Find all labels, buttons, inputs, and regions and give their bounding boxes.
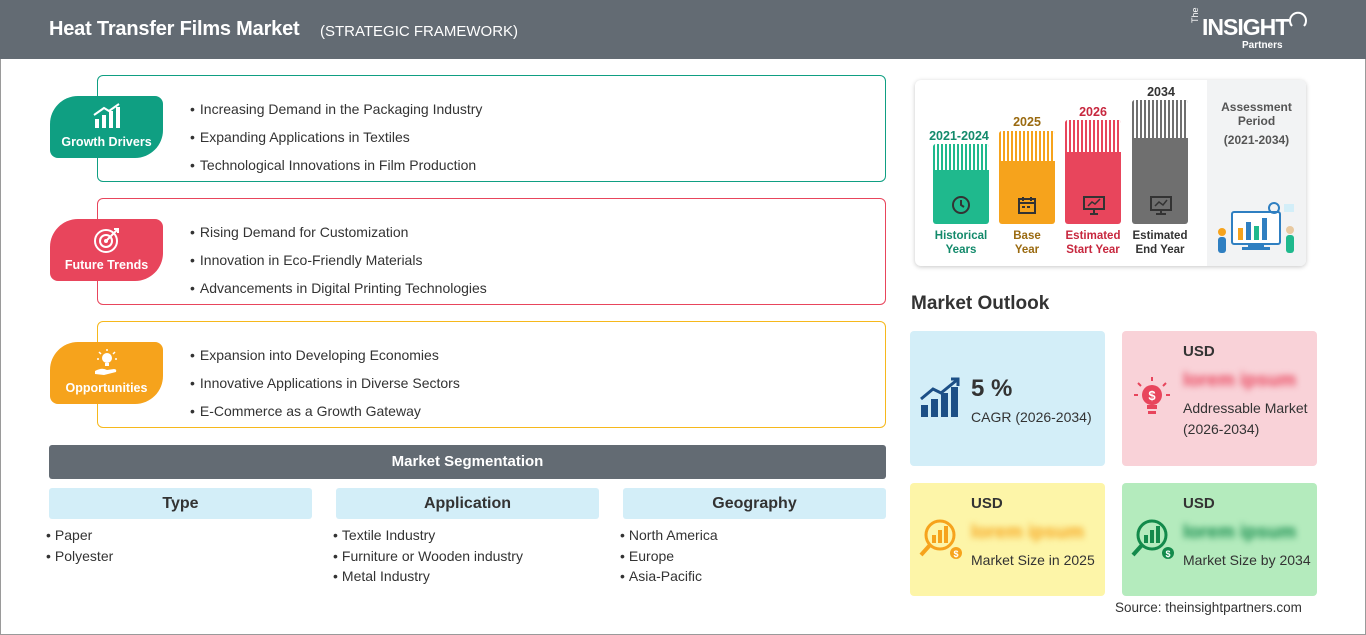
list-item: Innovation in Eco-Friendly Materials <box>190 246 487 274</box>
assessment-title: Assessment Period <box>1221 100 1292 128</box>
list-item: Metal Industry <box>333 566 523 587</box>
list-item: Innovative Applications in Diverse Secto… <box>190 369 460 397</box>
future-trends-badge: Future Trends <box>50 219 163 281</box>
header-bar: Heat Transfer Films Market (STRATEGIC FR… <box>0 0 1366 59</box>
list-item: Expansion into Developing Economies <box>190 341 460 369</box>
target-icon <box>94 228 119 253</box>
list-item: Technological Innovations in Film Produc… <box>190 151 482 179</box>
addressable-market-box: USD lorem ipsum Addressable Market (2026… <box>1122 331 1317 466</box>
opportunities-card: Expansion into Developing Economies Inno… <box>97 321 886 428</box>
list-item: Paper <box>46 525 113 546</box>
future-trends-card: Rising Demand for Customization Innovati… <box>97 198 886 305</box>
logo-partners: Partners <box>1242 40 1283 51</box>
base-year: 2025 <box>1013 115 1041 129</box>
market-outlook-title: Market Outlook <box>911 293 1050 314</box>
list-item: North America <box>620 525 718 546</box>
size-2025-value: lorem ipsum <box>971 522 1084 543</box>
historical-year: 2021-2024 <box>929 129 989 143</box>
start-year: 2026 <box>1079 105 1107 119</box>
addressable-currency: USD <box>1183 343 1215 360</box>
list-item: Rising Demand for Customization <box>190 218 487 246</box>
svg-text:$: $ <box>1148 388 1156 403</box>
svg-text:$: $ <box>953 549 958 559</box>
market-size-2025-box: USD lorem ipsum Market Size in 2025 $ <box>910 483 1105 596</box>
logo-arc-icon <box>1289 11 1307 27</box>
segment-type-header: Type <box>49 488 312 519</box>
size-2034-desc: Market Size by 2034 <box>1183 552 1311 568</box>
growth-drivers-list: Increasing Demand in the Packaging Indus… <box>190 95 483 179</box>
base-bar <box>999 131 1055 224</box>
segment-application-list: Textile Industry Furniture or Wooden ind… <box>333 525 523 587</box>
segment-type-list: Paper Polyester <box>46 525 113 566</box>
growth-drivers-label: Growth Drivers <box>61 135 152 149</box>
segment-application-header: Application <box>336 488 599 519</box>
growth-drivers-card: Increasing Demand in the Packaging Indus… <box>97 75 886 182</box>
cagr-box <box>910 331 1105 466</box>
growth-drivers-badge: Growth Drivers <box>50 96 163 158</box>
list-item: Europe <box>620 546 718 567</box>
growth-chart-icon <box>93 103 120 128</box>
size-2025-desc: Market Size in 2025 <box>971 552 1095 568</box>
addressable-value: lorem ipsum <box>1183 370 1296 391</box>
list-item: Asia-Pacific <box>620 566 718 587</box>
future-trends-list: Rising Demand for Customization Innovati… <box>190 218 487 302</box>
cagr-label: CAGR (2026-2034) <box>971 409 1092 425</box>
logo-the: The <box>1190 7 1200 23</box>
presentation-icon <box>1083 196 1105 215</box>
list-item: Textile Industry <box>333 525 523 546</box>
idea-dollar-icon: $ <box>1134 377 1170 414</box>
growth-bars-icon <box>920 377 960 417</box>
end-year: 2034 <box>1147 85 1175 99</box>
future-trends-label: Future Trends <box>64 258 149 272</box>
market-size-2034-box: USD lorem ipsum Market Size by 2034 $ <box>1122 483 1317 596</box>
opportunities-badge: Opportunities <box>50 342 163 404</box>
segment-geography-header: Geography <box>623 488 886 519</box>
market-segmentation-bar: Market Segmentation <box>49 445 886 479</box>
end-caption: Estimated End Year <box>1132 230 1188 256</box>
opportunities-list: Expansion into Developing Economies Inno… <box>190 341 460 425</box>
svg-text:$: $ <box>1165 549 1170 559</box>
calendar-icon <box>1018 197 1036 214</box>
source-note: Source: theinsightpartners.com <box>1115 600 1302 615</box>
base-caption: Base Year <box>1013 230 1041 256</box>
list-item: Advancements in Digital Printing Technol… <box>190 274 487 302</box>
start-caption: Estimated Start Year <box>1065 230 1121 256</box>
end-bar <box>1132 100 1188 224</box>
history-clock-icon <box>952 196 970 214</box>
start-bar <box>1065 120 1121 224</box>
list-item: Increasing Demand in the Packaging Indus… <box>190 95 483 123</box>
list-item: Furniture or Wooden industry <box>333 546 523 567</box>
assessment-period: (2021-2034) <box>1223 133 1290 147</box>
magnifier-chart-icon: $ <box>919 519 962 559</box>
lightbulb-hand-icon <box>95 349 117 375</box>
size-2034-currency: USD <box>1183 495 1215 512</box>
assessment-period-panel: Assessment Period (2021-2034) <box>1207 80 1306 266</box>
list-item: E-Commerce as a Growth Gateway <box>190 397 460 425</box>
opportunities-label: Opportunities <box>65 381 148 395</box>
addressable-desc: Addressable Market (2026-2034) <box>1183 400 1308 437</box>
analytics-people-icon <box>1218 202 1294 253</box>
logo-insight: INSIGHT <box>1202 14 1289 40</box>
page-subtitle: (STRATEGIC FRAMEWORK) <box>320 23 519 40</box>
historical-caption: Historical Years <box>934 230 988 256</box>
list-item: Polyester <box>46 546 113 567</box>
size-2034-value: lorem ipsum <box>1183 522 1296 543</box>
size-2025-currency: USD <box>971 495 1003 512</box>
insight-partners-logo[interactable]: The INSIGHT Partners <box>1190 7 1310 52</box>
monitor-chart-icon <box>1150 196 1172 215</box>
page-title: Heat Transfer Films Market <box>49 18 300 40</box>
list-item: Expanding Applications in Textiles <box>190 123 482 151</box>
cagr-value: 5 % <box>971 375 1013 402</box>
historical-bar <box>933 144 989 224</box>
magnifier-growth-icon: $ <box>1131 519 1174 559</box>
segment-geography-list: North America Europe Asia-Pacific <box>620 525 718 587</box>
